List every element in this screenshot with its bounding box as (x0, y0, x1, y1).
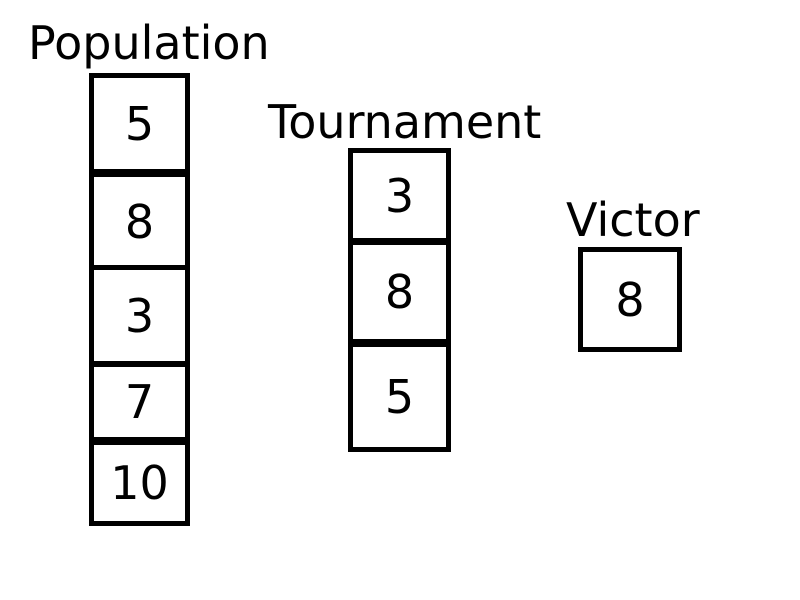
population-cell: 5 (89, 73, 190, 174)
tournament-cell: 8 (348, 240, 451, 344)
tournament-title: Tournament (268, 95, 542, 149)
population-cell: 7 (89, 362, 190, 442)
tournament-cell: 3 (348, 148, 451, 243)
population-cell: 3 (89, 265, 190, 366)
population-title: Population (28, 16, 270, 70)
tournament-cell: 5 (348, 342, 451, 452)
victor-title: Victor (566, 193, 700, 247)
population-cell: 8 (89, 172, 190, 271)
victor-cell: 8 (578, 247, 682, 352)
population-cell: 10 (89, 440, 190, 526)
